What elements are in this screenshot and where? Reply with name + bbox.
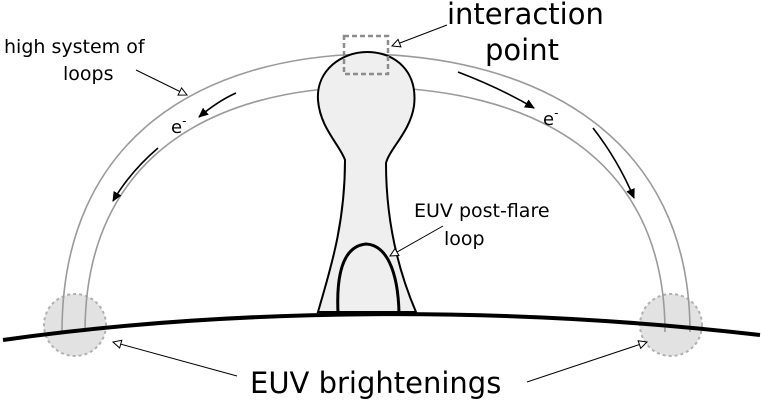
electron-arrow-right-lower: [592, 127, 635, 199]
electron-arrow-left-upper: [198, 92, 237, 118]
electron-label-left: e-: [171, 114, 186, 138]
pointer-brightening-right: [526, 342, 647, 383]
electron-label-right: e-: [543, 106, 558, 130]
footpoint-left-circle: [43, 293, 107, 357]
electron-left-symbol: e: [171, 117, 182, 138]
electron-right-symbol: e: [543, 109, 554, 130]
electron-arrow-right-upper: [457, 71, 535, 109]
pointer-brightening-left: [113, 342, 238, 377]
electron-right-superscript: -: [554, 106, 558, 120]
pointer-interaction: [392, 24, 448, 46]
pointer-loops: [135, 69, 187, 95]
brightenings-label: EUV brightenings: [250, 366, 501, 400]
loops-label-line1: high system of: [4, 36, 146, 58]
interaction-point-marker: [342, 34, 390, 76]
postflare-label-line1: EUV post-flare: [414, 200, 550, 222]
plasma-column: [316, 50, 418, 313]
interaction-label-line1: interaction: [447, 0, 604, 31]
interaction-label-line2: point: [485, 33, 559, 67]
loops-label-line2: loops: [63, 63, 114, 85]
pointer-postflare: [390, 225, 444, 256]
postflare-label-line2: loop: [444, 228, 485, 250]
electron-left-superscript: -: [182, 114, 186, 128]
solar-surface: [2, 312, 761, 342]
electron-arrow-left-lower: [112, 147, 159, 202]
post-flare-loop: [336, 242, 401, 314]
